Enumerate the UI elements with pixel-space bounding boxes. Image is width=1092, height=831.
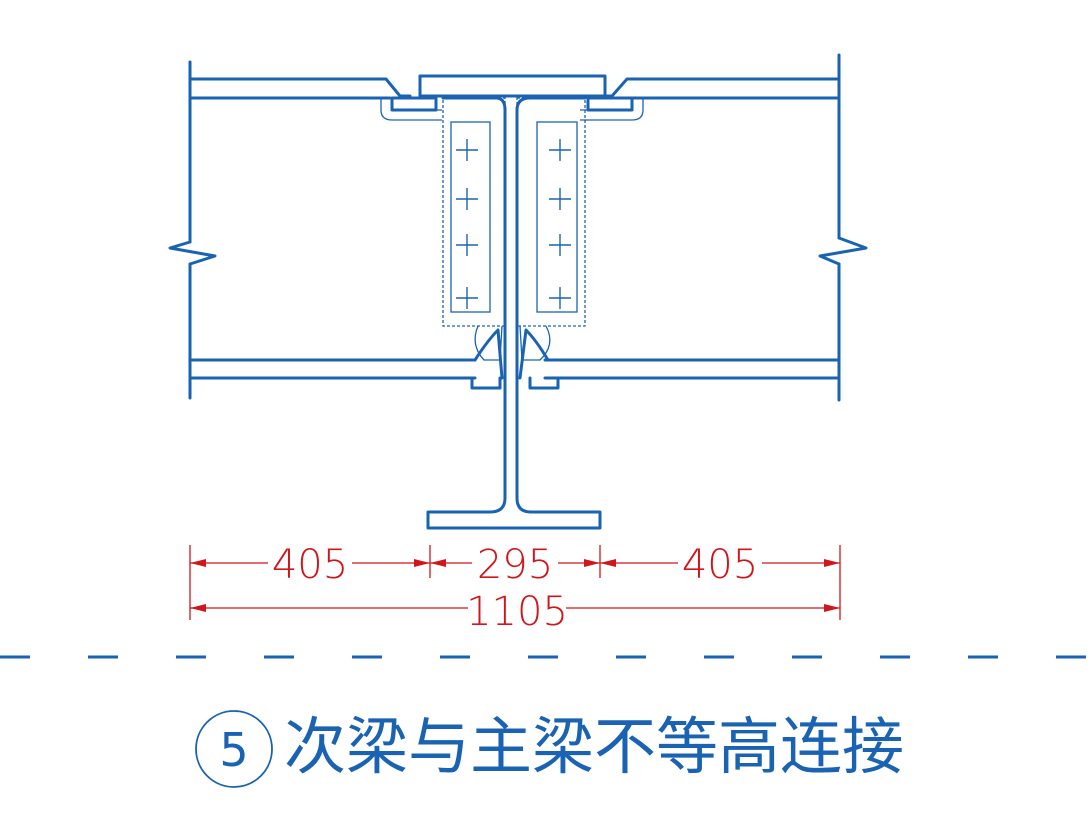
- bolt-mark: [549, 287, 571, 309]
- dim-left-label: 405: [272, 542, 348, 588]
- dimension-group: 405 295 405 1105: [189, 542, 841, 635]
- bolt-mark: [456, 287, 478, 309]
- detail-title: 次梁与主梁不等高连接: [284, 710, 904, 783]
- detail-number: 5: [219, 723, 248, 777]
- bolt-mark: [456, 234, 478, 256]
- right-secondary-beam: [543, 53, 868, 402]
- bolt-mark: [456, 139, 478, 161]
- left-secondary-beam: [168, 60, 477, 400]
- bolt-mark: [549, 188, 571, 210]
- main-beam: [390, 74, 634, 530]
- dim-right-label: 405: [682, 542, 758, 588]
- detail-title-group: 5 次梁与主梁不等高连接: [195, 710, 904, 788]
- right-connection-plate: [516, 97, 586, 361]
- bolt-mark: [549, 234, 571, 256]
- bolt-group: [456, 139, 571, 309]
- bolt-mark: [456, 188, 478, 210]
- detail-number-circle: [195, 710, 273, 788]
- dim-middle-label: 295: [477, 542, 553, 588]
- left-connection-plate: [442, 97, 506, 361]
- bolt-mark: [549, 139, 571, 161]
- dim-total-label: 1105: [466, 589, 568, 635]
